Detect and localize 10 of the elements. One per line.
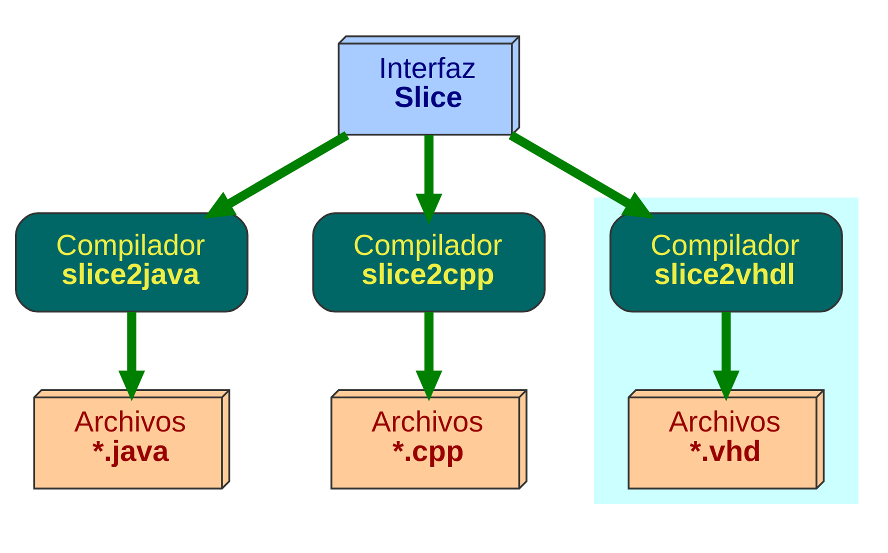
- node-box: Compilador slice2vhdl: [609, 212, 843, 312]
- arrow: [416, 134, 442, 224]
- node-box: Compilador slice2cpp: [312, 212, 546, 312]
- cluster: [594, 197, 858, 504]
- node-box: Compilador slice2java: [15, 212, 248, 312]
- arrow: [712, 312, 740, 401]
- arrow: [416, 312, 442, 401]
- arrow: [204, 130, 350, 218]
- arrow: [508, 130, 654, 218]
- arrow: [118, 312, 146, 401]
